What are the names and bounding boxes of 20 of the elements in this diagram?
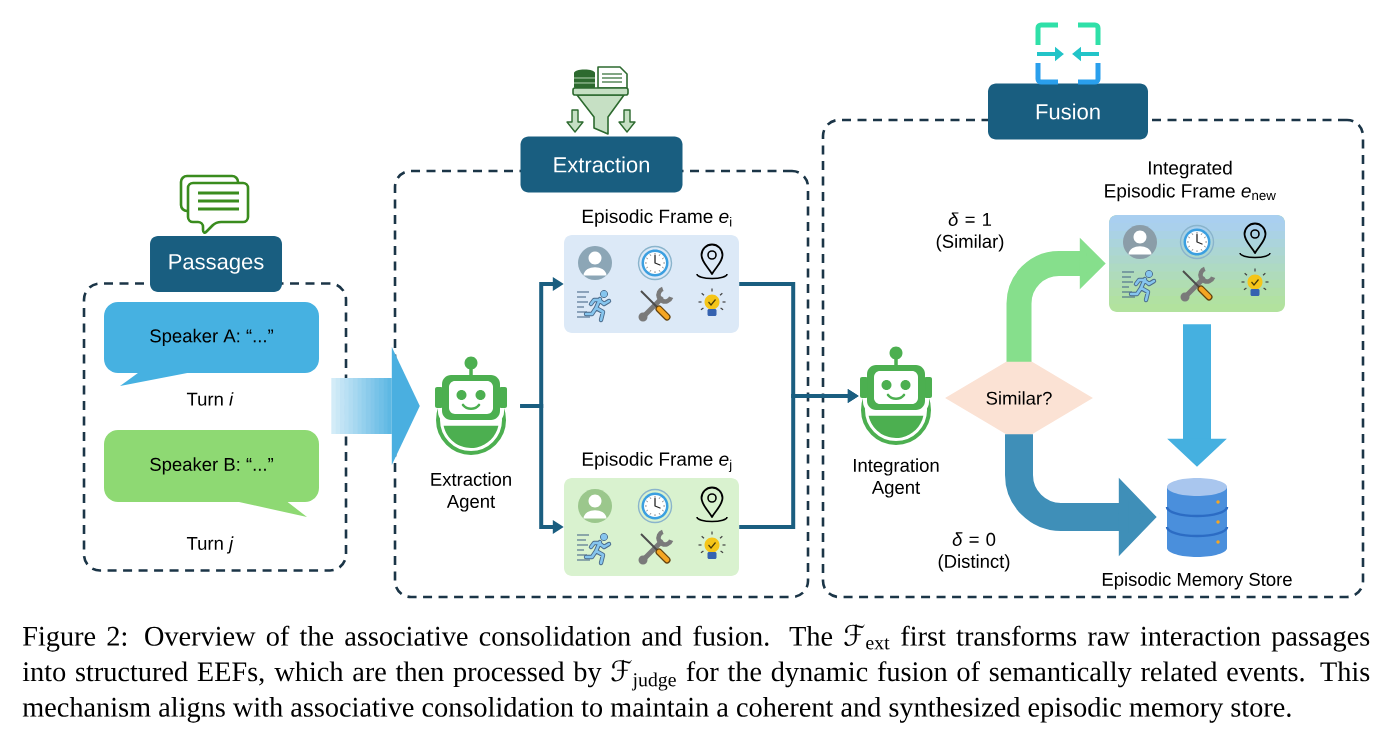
edge-label: δ = 0 (Distinct) [930, 531, 1018, 573]
speech-bubble: Speaker A: “...” [104, 302, 319, 386]
database-cylinder [1165, 478, 1229, 557]
robot-icon [860, 346, 932, 445]
frame-title: Episodic Frame e$_{i}$ [582, 209, 732, 227]
store-label: Episodic Memory Store [1102, 572, 1292, 590]
title-tab: Fusion [988, 83, 1148, 140]
frame-title: Episodic Frame e$_{j}$ [582, 451, 732, 473]
speech-bubble: Speaker B: “...” [104, 430, 319, 517]
figure-caption: Figure 2: Overview of the associative consolidation and fusion. The ℱ$_{ext}$ first transforms raw interaction passages into structured EEFs, which are then processed by ℱ$_{judge}$ for the dynamic fusion of semantically related events. This mechanism aligns with associative consolidation to maintain a coherent and synthesized episodic memory store. [22, 624, 1370, 723]
title-tab: Passages [150, 236, 282, 292]
edge-label: δ = 1 (Similar) [929, 211, 1011, 253]
frame-title: Integrated Episodic Frame e$_{new}$ [1105, 160, 1276, 202]
agent-label: Integration Agent [854, 458, 939, 498]
title-tab: Extraction [520, 136, 683, 193]
agent-label: Extraction Agent [431, 472, 511, 512]
turn-label: Turn i [186, 392, 234, 406]
turn-label: Turn j [186, 536, 234, 554]
robot-icon [435, 356, 507, 455]
block-arrow [331, 347, 420, 465]
